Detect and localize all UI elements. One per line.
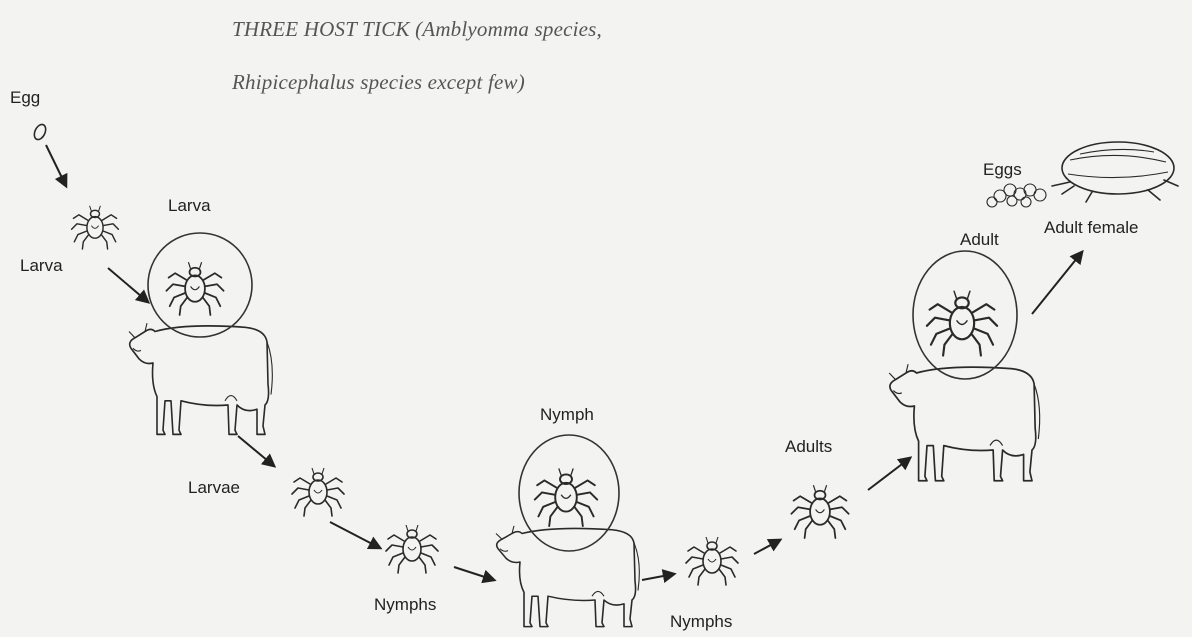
egg-cluster-icon <box>987 184 1046 207</box>
larva-host-circle <box>148 233 252 337</box>
nymph-host-circle <box>519 435 619 551</box>
adult-host-circle <box>913 251 1017 379</box>
egg-icon <box>32 123 48 142</box>
